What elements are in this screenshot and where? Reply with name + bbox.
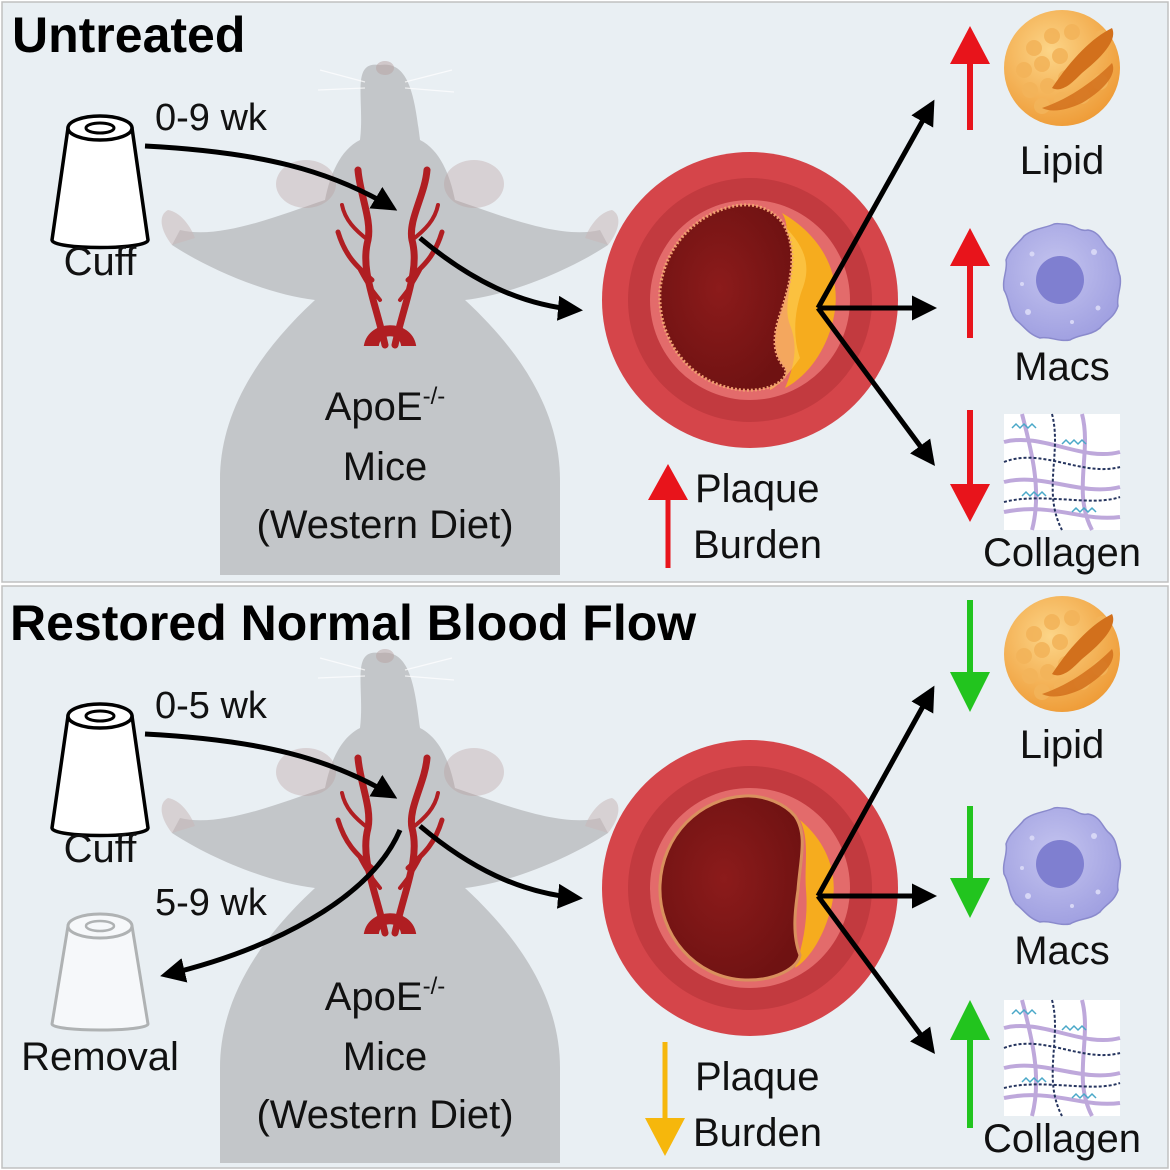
plaque-label-line1: Plaque bbox=[695, 467, 820, 511]
collagen-up-arrow-icon bbox=[950, 1000, 990, 1040]
macs-down-arrow-icon bbox=[950, 878, 990, 918]
collagen-fibers-icon bbox=[1002, 412, 1122, 532]
lipid-label: Lipid bbox=[1020, 139, 1105, 183]
arrow-artery-to-plaque bbox=[418, 824, 583, 909]
macs-up-arrow-icon bbox=[950, 228, 990, 266]
panel-restored-flow: Restored Normal Blood Flow Cuff 0-5 wk 5… bbox=[1, 585, 1169, 1169]
collagen-label: Collagen bbox=[983, 1117, 1141, 1161]
macrophage-icon bbox=[1002, 806, 1122, 926]
lipid-label: Lipid bbox=[1020, 723, 1105, 767]
collagen-down-arrow-icon bbox=[950, 484, 990, 522]
macs-label: Macs bbox=[1014, 929, 1110, 973]
arrow-artery-to-plaque bbox=[418, 236, 583, 321]
macs-label: Macs bbox=[1014, 345, 1110, 389]
plaque-label-line1: Plaque bbox=[695, 1055, 820, 1099]
mouse-label-line2: Mice bbox=[343, 1035, 427, 1079]
panel-untreated: Untreated Cuff 0-9 wk ApoE-/- Mice (West… bbox=[1, 1, 1169, 583]
arrow-cuff-to-artery bbox=[144, 143, 398, 211]
lipid-up-arrow-icon bbox=[950, 26, 990, 64]
plaque-label-line2: Burden bbox=[693, 523, 822, 567]
removal-timing-label: 5-9 wk bbox=[155, 882, 268, 924]
mouse-label-line3: (Western Diet) bbox=[256, 503, 513, 547]
plaque-cross-section-icon bbox=[602, 740, 898, 1036]
panel-title: Restored Normal Blood Flow bbox=[10, 595, 696, 651]
collagen-label: Collagen bbox=[983, 531, 1141, 575]
lipid-droplet-icon bbox=[1004, 596, 1120, 712]
arrow-cuff-to-artery bbox=[144, 731, 398, 799]
panel-background bbox=[1, 585, 1169, 1169]
mouse-label-gene: ApoE-/- bbox=[325, 973, 446, 1019]
removal-label: Removal bbox=[21, 1035, 179, 1079]
panel-title: Untreated bbox=[12, 7, 245, 63]
plaque-label-line2: Burden bbox=[693, 1111, 822, 1155]
arrow-to-collagen bbox=[815, 894, 935, 1055]
cuff-icon bbox=[50, 702, 150, 838]
timing-label: 0-5 wk bbox=[155, 685, 268, 727]
arrow-to-lipid bbox=[815, 99, 935, 310]
removed-cuff-icon bbox=[50, 912, 150, 1032]
lipid-droplet-icon bbox=[1004, 10, 1120, 126]
plaque-cross-section-icon bbox=[602, 152, 898, 448]
mouse-label-gene: ApoE-/- bbox=[325, 383, 446, 429]
cuff-icon bbox=[50, 114, 150, 250]
panel-background bbox=[1, 1, 1169, 583]
cuff-label: Cuff bbox=[64, 240, 138, 284]
arrow-to-collagen bbox=[815, 306, 935, 467]
mouse-label-line2: Mice bbox=[343, 445, 427, 489]
plaque-up-arrow-icon bbox=[648, 464, 688, 500]
arrow-cuff-removal bbox=[160, 829, 403, 983]
collagen-fibers-icon bbox=[1002, 998, 1122, 1118]
lipid-down-arrow-icon bbox=[950, 672, 990, 712]
macrophage-icon bbox=[1002, 222, 1122, 342]
cuff-label: Cuff bbox=[64, 827, 138, 871]
timing-label: 0-9 wk bbox=[155, 97, 268, 139]
plaque-down-arrow-icon bbox=[645, 1118, 685, 1156]
mouse-label-line3: (Western Diet) bbox=[256, 1093, 513, 1137]
arrow-to-lipid bbox=[815, 685, 935, 898]
